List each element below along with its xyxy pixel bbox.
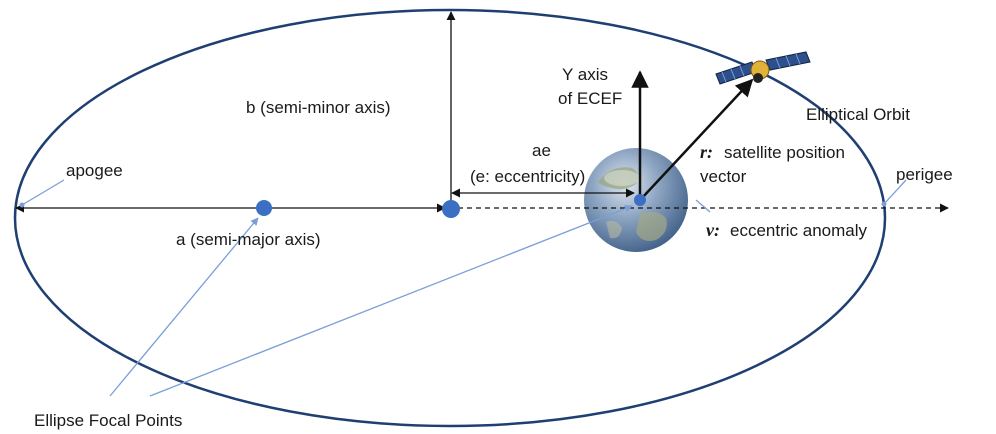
center-dot xyxy=(442,200,460,218)
ae-label: ae xyxy=(532,141,551,160)
focal-pointer-left xyxy=(109,217,259,397)
apogee-label: apogee xyxy=(66,161,123,180)
focal-points-label: Ellipse Focal Points xyxy=(34,411,182,430)
eccentricity-label: (e: eccentricity) xyxy=(470,167,585,186)
v-text: eccentric anomaly xyxy=(730,221,868,240)
orbit-label: Elliptical Orbit xyxy=(806,105,910,124)
v-symbol: ν: xyxy=(706,220,720,240)
anomaly-pointer xyxy=(695,199,711,213)
semi-minor-axis-label: b (semi-minor axis) xyxy=(246,98,391,117)
focal-pointer-right xyxy=(149,204,633,397)
apogee-pointer xyxy=(21,179,65,206)
perigee-pointer xyxy=(883,179,907,205)
r-text-line2: vector xyxy=(700,167,747,186)
semi-major-axis-label: a (semi-major axis) xyxy=(176,230,321,249)
y-axis-label-line2: of ECEF xyxy=(558,89,622,108)
earth-focus-dot xyxy=(634,194,646,206)
perigee-label: perigee xyxy=(896,165,953,184)
empty-focus-dot xyxy=(256,200,272,216)
satellite-icon xyxy=(715,51,811,85)
elliptical-orbit xyxy=(13,8,887,428)
r-text-line1: satellite position xyxy=(724,143,845,162)
r-symbol: r: xyxy=(700,142,713,162)
y-axis-label-line1: Y axis xyxy=(562,65,608,84)
position-vector-arrow xyxy=(641,78,754,199)
